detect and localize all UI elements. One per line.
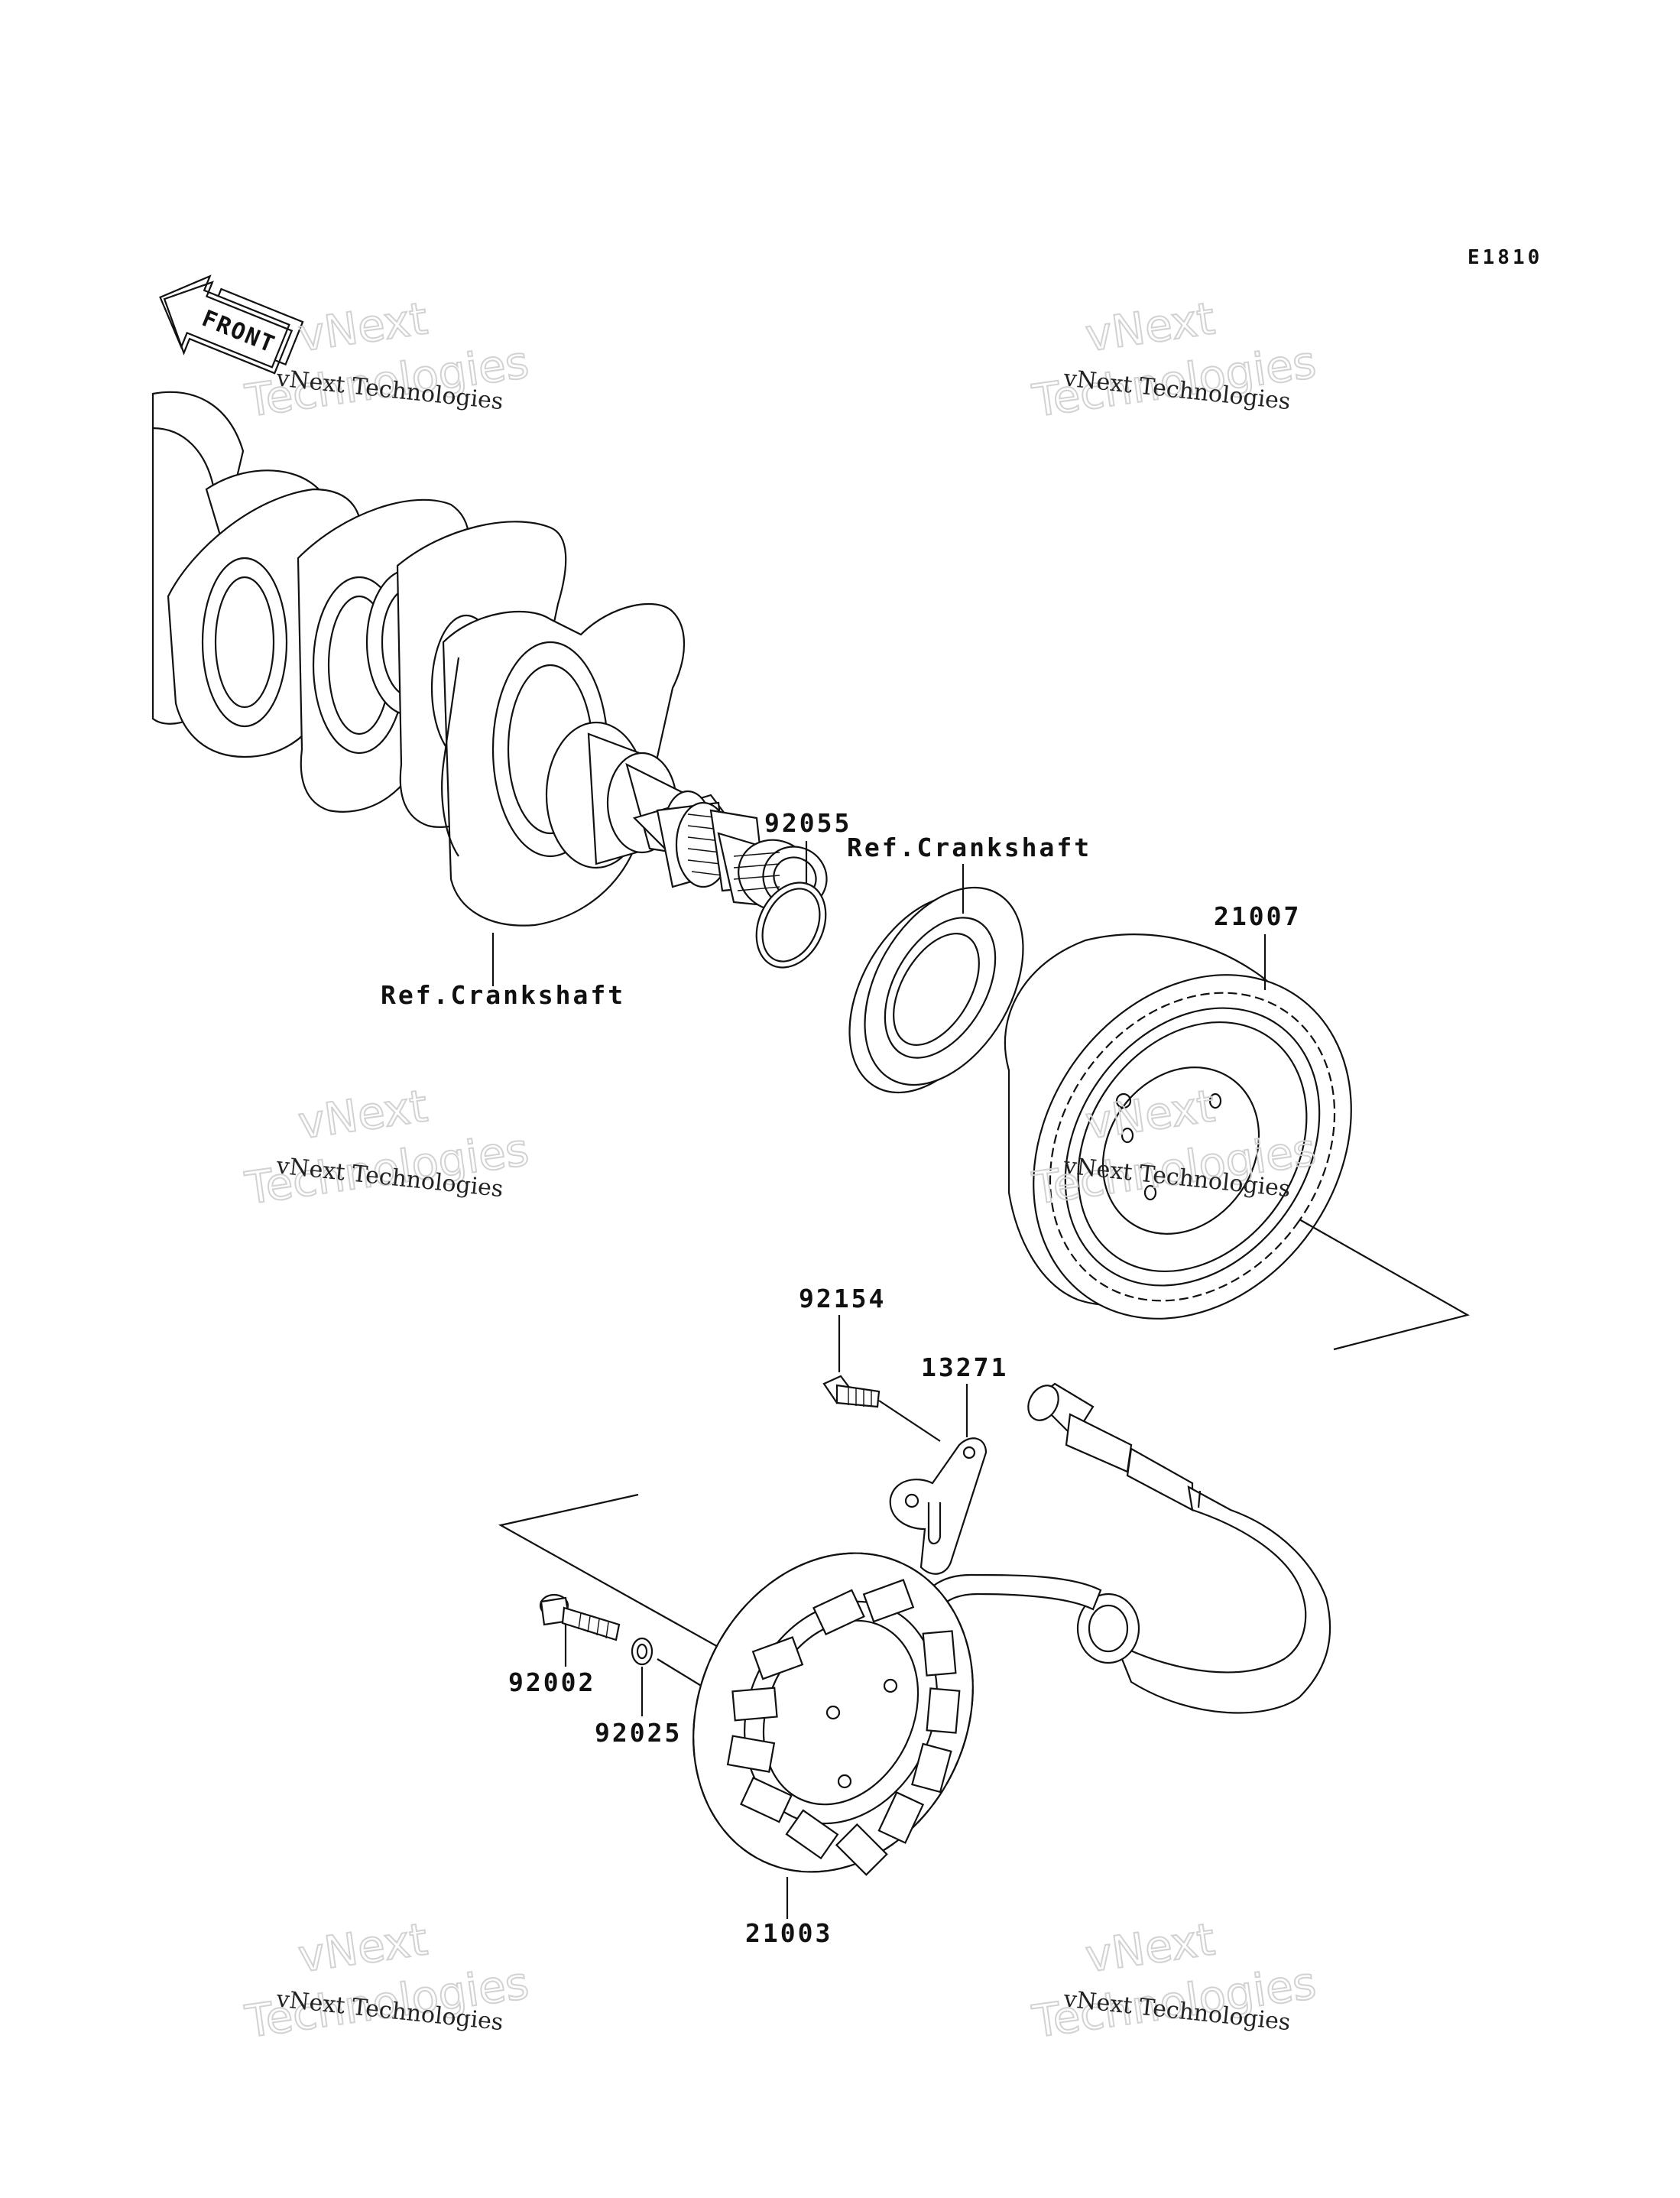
part-label-21003: 21003: [745, 1918, 832, 1948]
part-label-13271: 13271: [921, 1352, 1008, 1382]
watermark-bottom-left: vNext Technologies vNext Technologies: [241, 1912, 532, 2048]
part-label-21007: 21007: [1214, 901, 1301, 931]
watermark-mid-left: vNext Technologies vNext Technologies: [241, 1079, 532, 1215]
o-ring-92055: [755, 841, 827, 969]
part-label-92025: 92025: [595, 1718, 682, 1748]
diagram-code: E1810: [1468, 246, 1542, 269]
assembly-leader: [498, 1493, 727, 1652]
watermark-top-left: vNext Technologies vNext Technologies: [241, 291, 532, 427]
ref-label-upper: Ref.Crankshaft: [847, 833, 1091, 862]
part-label-92055: 92055: [764, 808, 851, 838]
plate-13271: [889, 1384, 988, 1575]
watermark-bottom-right: vNext Technologies vNext Technologies: [1028, 1912, 1319, 2048]
ref-label-lower: Ref.Crankshaft: [381, 980, 625, 1010]
bolt-92154: [822, 1315, 941, 1442]
stator-21003: [692, 1552, 974, 1919]
part-label-92154: 92154: [799, 1284, 886, 1313]
rotor-21007: [1004, 933, 1470, 1351]
oil-seal-ref: [848, 864, 1024, 1094]
front-arrow-icon: FRONT: [159, 274, 304, 375]
watermark-top-right: vNext Technologies vNext Technologies: [1028, 291, 1319, 427]
bolt-92002: [539, 1593, 621, 1667]
wire-harness: [916, 1382, 1331, 1714]
crankshaft-drawing: [151, 391, 828, 986]
part-label-92002: 92002: [508, 1667, 595, 1697]
